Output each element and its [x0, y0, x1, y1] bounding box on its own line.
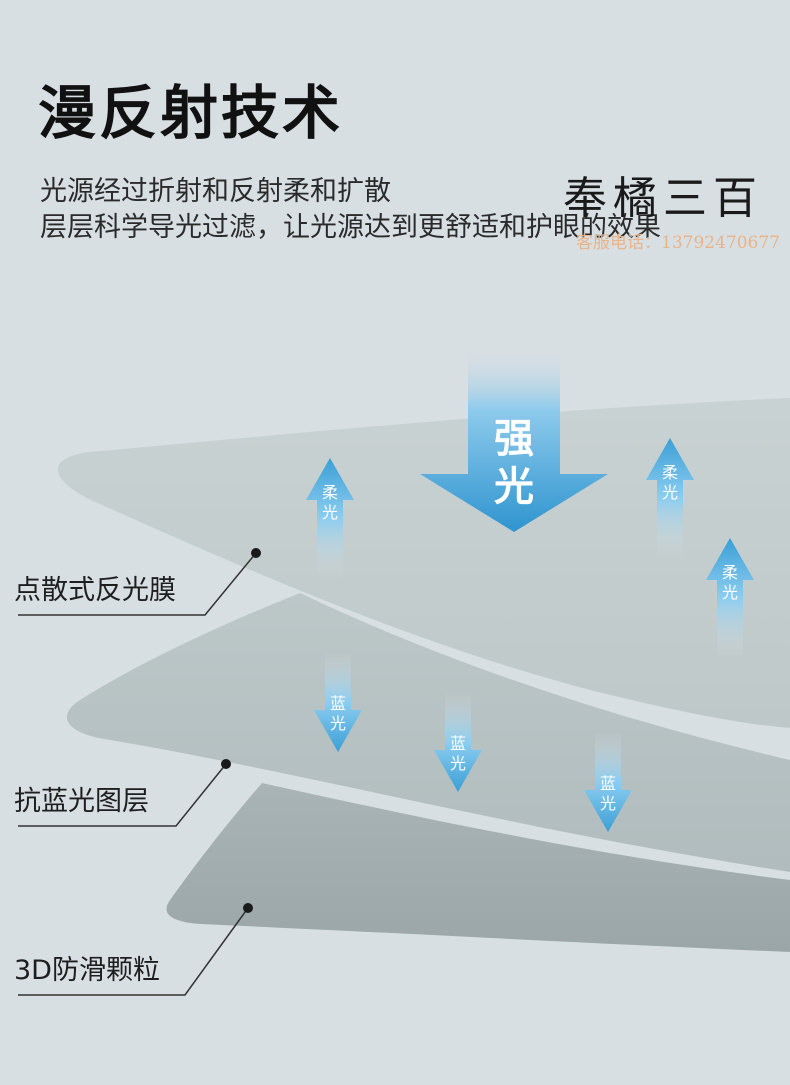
blue-light-char-1: 蓝 — [600, 774, 616, 793]
soft-light-arrow: 柔 光 — [646, 438, 694, 558]
callout-leader-3 — [18, 907, 249, 996]
brand-watermark: 奉橘三百 — [563, 173, 763, 224]
soft-light-arrow: 柔 光 — [706, 538, 754, 658]
callout-dot-1 — [251, 548, 261, 558]
blue-light-arrow: 蓝 光 — [314, 652, 362, 752]
layer-label-reflective-film: 点散式反光膜 — [14, 575, 176, 606]
soft-light-char-2: 光 — [662, 483, 678, 502]
anti-slip-particle-layer — [166, 783, 790, 952]
page-title: 漫反射技术 — [38, 79, 344, 147]
soft-light-char-1: 柔 — [722, 563, 738, 582]
strong-light-char-1: 强 — [494, 416, 534, 462]
strong-light-char-2: 光 — [494, 464, 534, 510]
blue-light-char-1: 蓝 — [330, 694, 346, 713]
soft-light-arrow: 柔 光 — [306, 458, 354, 578]
watermark-phone: 客服电话：13792470677 — [576, 233, 780, 253]
callout-dot-2 — [221, 759, 231, 769]
subtitle-line-2: 层层科学导光过滤，让光源达到更舒适和护眼的效果 — [40, 212, 661, 243]
soft-light-char-1: 柔 — [662, 463, 678, 482]
callout-leader-2 — [18, 763, 227, 827]
soft-light-char-1: 柔 — [322, 483, 338, 502]
soft-light-char-2: 光 — [722, 583, 738, 602]
blue-light-char-1: 蓝 — [450, 734, 466, 753]
blue-light-arrow: 蓝 光 — [584, 732, 632, 832]
layer-label-anti-slip: 3D防滑颗粒 — [14, 955, 160, 986]
reflective-film-layer — [57, 398, 790, 728]
blue-light-char-2: 光 — [330, 714, 346, 733]
blue-light-arrow: 蓝 光 — [434, 692, 482, 792]
callout-leader-1 — [18, 552, 257, 616]
strong-light-arrow: 强 光 — [420, 345, 608, 532]
callout-dot-3 — [243, 903, 253, 913]
subtitle-line-1: 光源经过折射和反射柔和扩散 — [40, 176, 391, 207]
blue-light-char-2: 光 — [450, 754, 466, 773]
layer-label-anti-blue-light: 抗蓝光图层 — [14, 786, 149, 817]
soft-light-char-2: 光 — [322, 503, 338, 522]
blue-light-char-2: 光 — [600, 794, 616, 813]
